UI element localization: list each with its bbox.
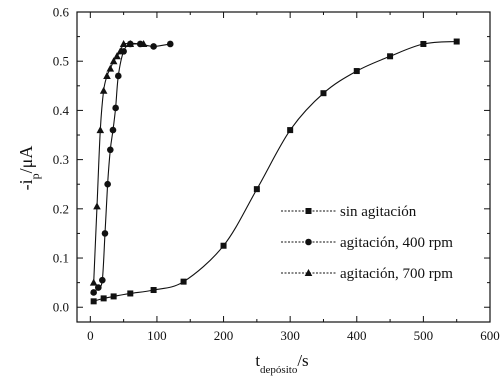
x-axis-title: tdepósito/s — [255, 351, 308, 376]
data-point-circle — [150, 43, 157, 50]
data-point-triangle — [113, 52, 121, 60]
data-point-square — [420, 40, 427, 47]
x-axis-title-unit: /s — [297, 351, 308, 370]
data-point-square — [320, 90, 327, 97]
axes — [76, 11, 491, 323]
series-markers — [89, 38, 460, 305]
x-axis-title-subscript: depósito — [260, 364, 298, 376]
x-tick-label: 500 — [414, 328, 434, 343]
data-point-square — [453, 38, 460, 45]
y-axis-title-subscript: p — [28, 173, 42, 179]
series-line-triangle — [93, 42, 144, 283]
data-point-square — [253, 186, 260, 193]
legend-label: agitación, 700 rpm — [340, 266, 453, 282]
series-line-square — [93, 40, 457, 302]
plot-frame — [76, 11, 491, 323]
data-point-square — [150, 287, 157, 294]
data-point-square — [287, 127, 294, 134]
data-point-square — [180, 278, 187, 285]
data-point-square — [387, 53, 394, 60]
y-tick-label: 0.3 — [53, 152, 69, 167]
x-tick-label: 0 — [87, 328, 94, 343]
data-point-triangle — [139, 39, 148, 47]
data-point-circle — [95, 284, 102, 291]
data-point-circle — [99, 276, 106, 284]
legend-marker-square — [305, 208, 312, 214]
data-point-circle — [112, 104, 119, 112]
x-tick-label: 600 — [480, 328, 500, 343]
data-point-circle — [90, 289, 97, 296]
data-point-square — [100, 295, 107, 302]
data-point-triangle — [99, 86, 108, 94]
legend-label: sin agitación — [340, 204, 417, 220]
y-tick-label: 0.6 — [53, 5, 70, 20]
data-point-circle — [109, 126, 117, 134]
legend-marker-triangle — [304, 269, 313, 276]
y-tick-label: 0.5 — [53, 54, 69, 69]
data-point-triangle — [106, 64, 115, 72]
legend-marker-circle — [305, 238, 312, 246]
x-tick-label: 300 — [280, 328, 300, 343]
data-point-circle — [166, 40, 174, 48]
data-point-triangle — [119, 39, 128, 47]
data-point-square — [353, 68, 360, 75]
data-point-triangle — [109, 57, 118, 65]
data-point-square — [220, 242, 227, 249]
x-tick-label: 100 — [147, 328, 167, 343]
y-tick-label: 0.1 — [53, 251, 69, 266]
y-axis-title-main: -i — [16, 179, 36, 190]
axis-labels: tdepósito/s -ip/μA — [16, 146, 309, 376]
ticks: 0 100 200 300 400 500 600 0.0 0.1 0.2 0.3 0.4 0.5 0.6 — [53, 5, 500, 344]
data-point-square — [110, 293, 117, 300]
y-tick-label: 0.0 — [53, 300, 69, 315]
legend-label: agitación, 400 rpm — [340, 235, 453, 251]
data-point-triangle — [93, 202, 101, 210]
x-tick-label: 400 — [347, 328, 367, 343]
y-axis-title-unit: /μA — [16, 146, 36, 174]
x-tick-label: 200 — [214, 328, 234, 343]
data-point-circle — [115, 72, 122, 80]
y-axis-title: -ip/μA — [16, 146, 42, 191]
data-point-square — [90, 298, 97, 305]
series-lines — [93, 40, 457, 302]
legend: sin agitación agitación, 400 rpm agitación… — [281, 204, 453, 282]
data-point-square — [127, 290, 134, 297]
data-point-triangle — [126, 39, 135, 47]
data-point-triangle — [103, 71, 111, 79]
data-point-circle — [101, 230, 109, 237]
data-point-circle — [107, 146, 114, 154]
y-tick-label: 0.2 — [53, 201, 69, 216]
x-axis-title-main: t — [255, 351, 260, 370]
y-tick-label: 0.4 — [53, 103, 70, 118]
data-point-triangle — [96, 126, 105, 134]
data-point-triangle — [89, 278, 98, 286]
data-point-circle — [104, 180, 111, 188]
data-point-triangle — [116, 47, 125, 55]
